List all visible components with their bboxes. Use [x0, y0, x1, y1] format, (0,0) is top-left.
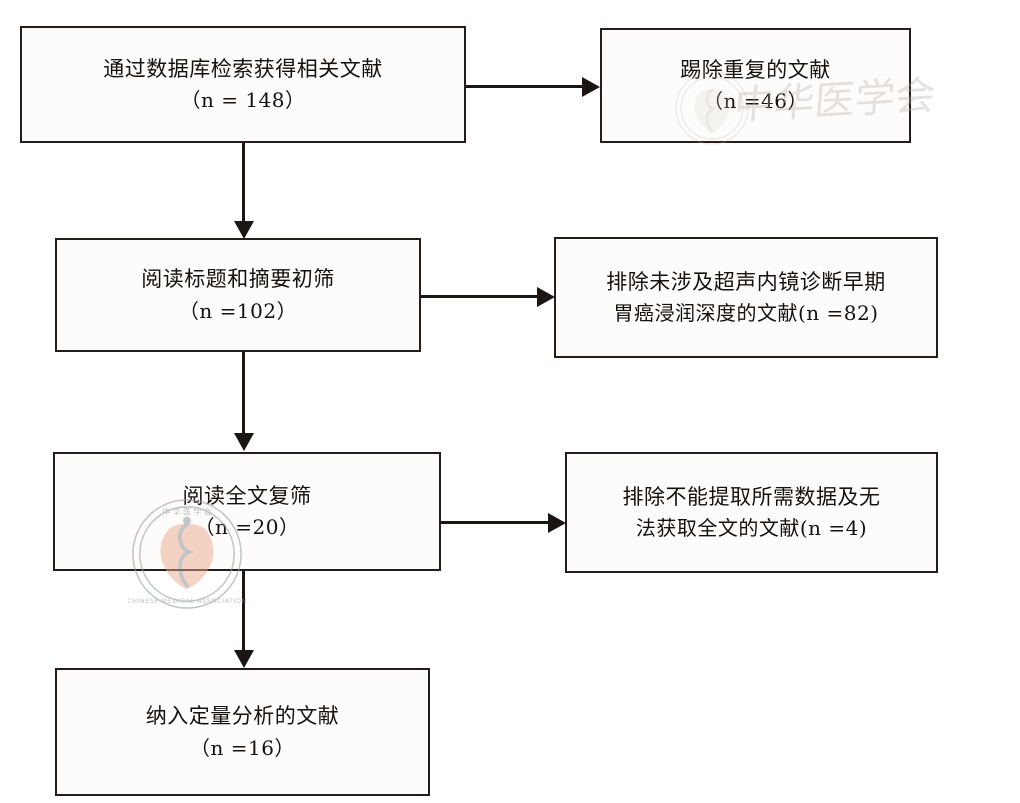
node-duplicates-label: 踢除重复的文献 — [680, 57, 831, 82]
node-excluded-data-count: 法获取全文的文献(n =4) — [635, 516, 868, 541]
svg-text:CHINESE MEDICAL ASSOCIATION: CHINESE MEDICAL ASSOCIATION — [128, 597, 246, 605]
node-included-count: （n =16） — [190, 735, 295, 760]
arrowhead-right-icon — [582, 77, 600, 97]
node-excluded-topic-label: 排除未涉及超声内镜诊断早期 — [606, 269, 886, 294]
node-included[interactable]: 纳入定量分析的文献 （n =16） — [55, 668, 430, 796]
node-fulltext-count: （n =20） — [194, 515, 300, 540]
connector-fulltext-to-excluded-data — [441, 521, 550, 524]
node-screening[interactable]: 阅读标题和摘要初筛 （n =102） — [55, 238, 421, 352]
node-excluded-data-label: 排除不能提取所需数据及无 — [622, 484, 881, 509]
connector-identification-to-duplicates — [466, 85, 584, 88]
node-identification-count: （n = 148） — [180, 88, 306, 113]
node-excluded-topic[interactable]: 排除未涉及超声内镜诊断早期 胃癌浸润深度的文献(n =82) — [554, 237, 938, 358]
connector-screening-to-excluded-topic — [421, 295, 538, 298]
node-included-label: 纳入定量分析的文献 — [145, 704, 340, 729]
node-fulltext-label: 阅读全文复筛 — [182, 483, 312, 508]
node-fulltext[interactable]: 阅读全文复筛 （n =20） — [53, 452, 441, 571]
node-excluded-topic-count: 胃癌浸润深度的文献(n =82) — [613, 301, 879, 326]
node-screening-count: （n =102） — [178, 298, 298, 323]
node-duplicates[interactable]: 踢除重复的文献 （n =46） — [600, 28, 911, 143]
node-identification-label: 通过数据库检索获得相关文献 — [103, 56, 383, 81]
arrowhead-down-icon — [234, 433, 254, 451]
connector-identification-to-screening — [242, 143, 245, 223]
arrowhead-down-icon — [234, 650, 254, 668]
arrowhead-right-icon — [548, 513, 566, 533]
node-duplicates-count: （n =46） — [703, 89, 808, 114]
node-excluded-data[interactable]: 排除不能提取所需数据及无 法获取全文的文献(n =4) — [565, 452, 938, 573]
arrowhead-down-icon — [234, 221, 254, 239]
node-identification[interactable]: 通过数据库检索获得相关文献 （n = 148） — [20, 26, 466, 143]
node-screening-label: 阅读标题和摘要初筛 — [141, 267, 335, 292]
arrowhead-right-icon — [537, 287, 555, 307]
connector-screening-to-fulltext — [242, 352, 245, 434]
connector-fulltext-to-included — [242, 571, 245, 651]
